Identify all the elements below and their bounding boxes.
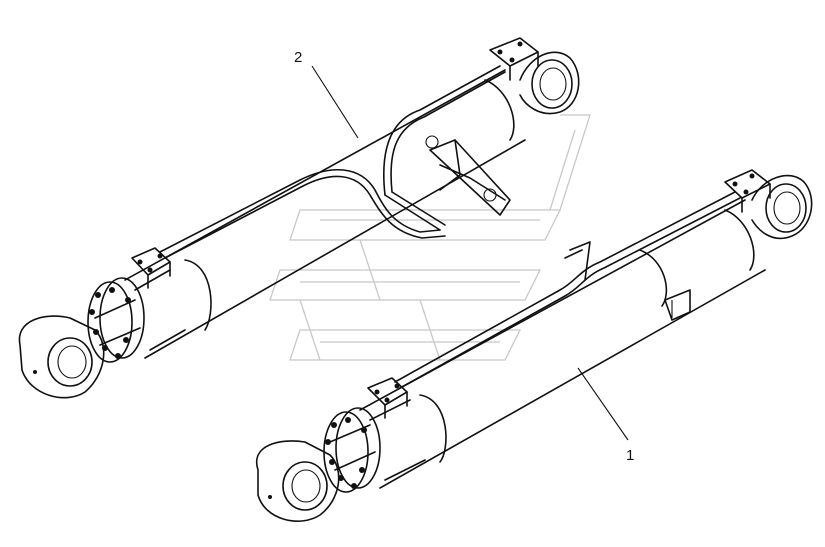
- cylinder-1-head-flange: [323, 407, 381, 493]
- cylinder-2-port-block: [131, 247, 171, 289]
- cylinder-2: [18, 37, 580, 399]
- cylinder-1-port-block: [367, 377, 408, 419]
- cylinder-2-clamp-bracket: [425, 135, 511, 216]
- callout-1-leader: [577, 367, 629, 441]
- cylinder-1-rod-eye: [255, 440, 340, 522]
- callout-1-label: 1: [626, 447, 634, 464]
- callout-2-label: 2: [294, 49, 302, 66]
- cylinder-2-rod-eye: [18, 315, 105, 399]
- callout-1: 1: [577, 367, 634, 464]
- cylinder-2-cap-eye: [519, 51, 580, 115]
- cylinder-1: [255, 169, 813, 522]
- cylinder-2-cap-block: [489, 37, 539, 81]
- cylinder-2-head-flange: [87, 277, 145, 363]
- cylinder-1-cap-eye: [751, 174, 813, 240]
- callout-2: 2: [294, 49, 359, 139]
- callout-2-leader: [311, 65, 359, 139]
- cylinder-1-clamp: [664, 289, 691, 321]
- cylinder-1-cap-block: [724, 169, 771, 213]
- brand-logo-watermark: [269, 114, 591, 361]
